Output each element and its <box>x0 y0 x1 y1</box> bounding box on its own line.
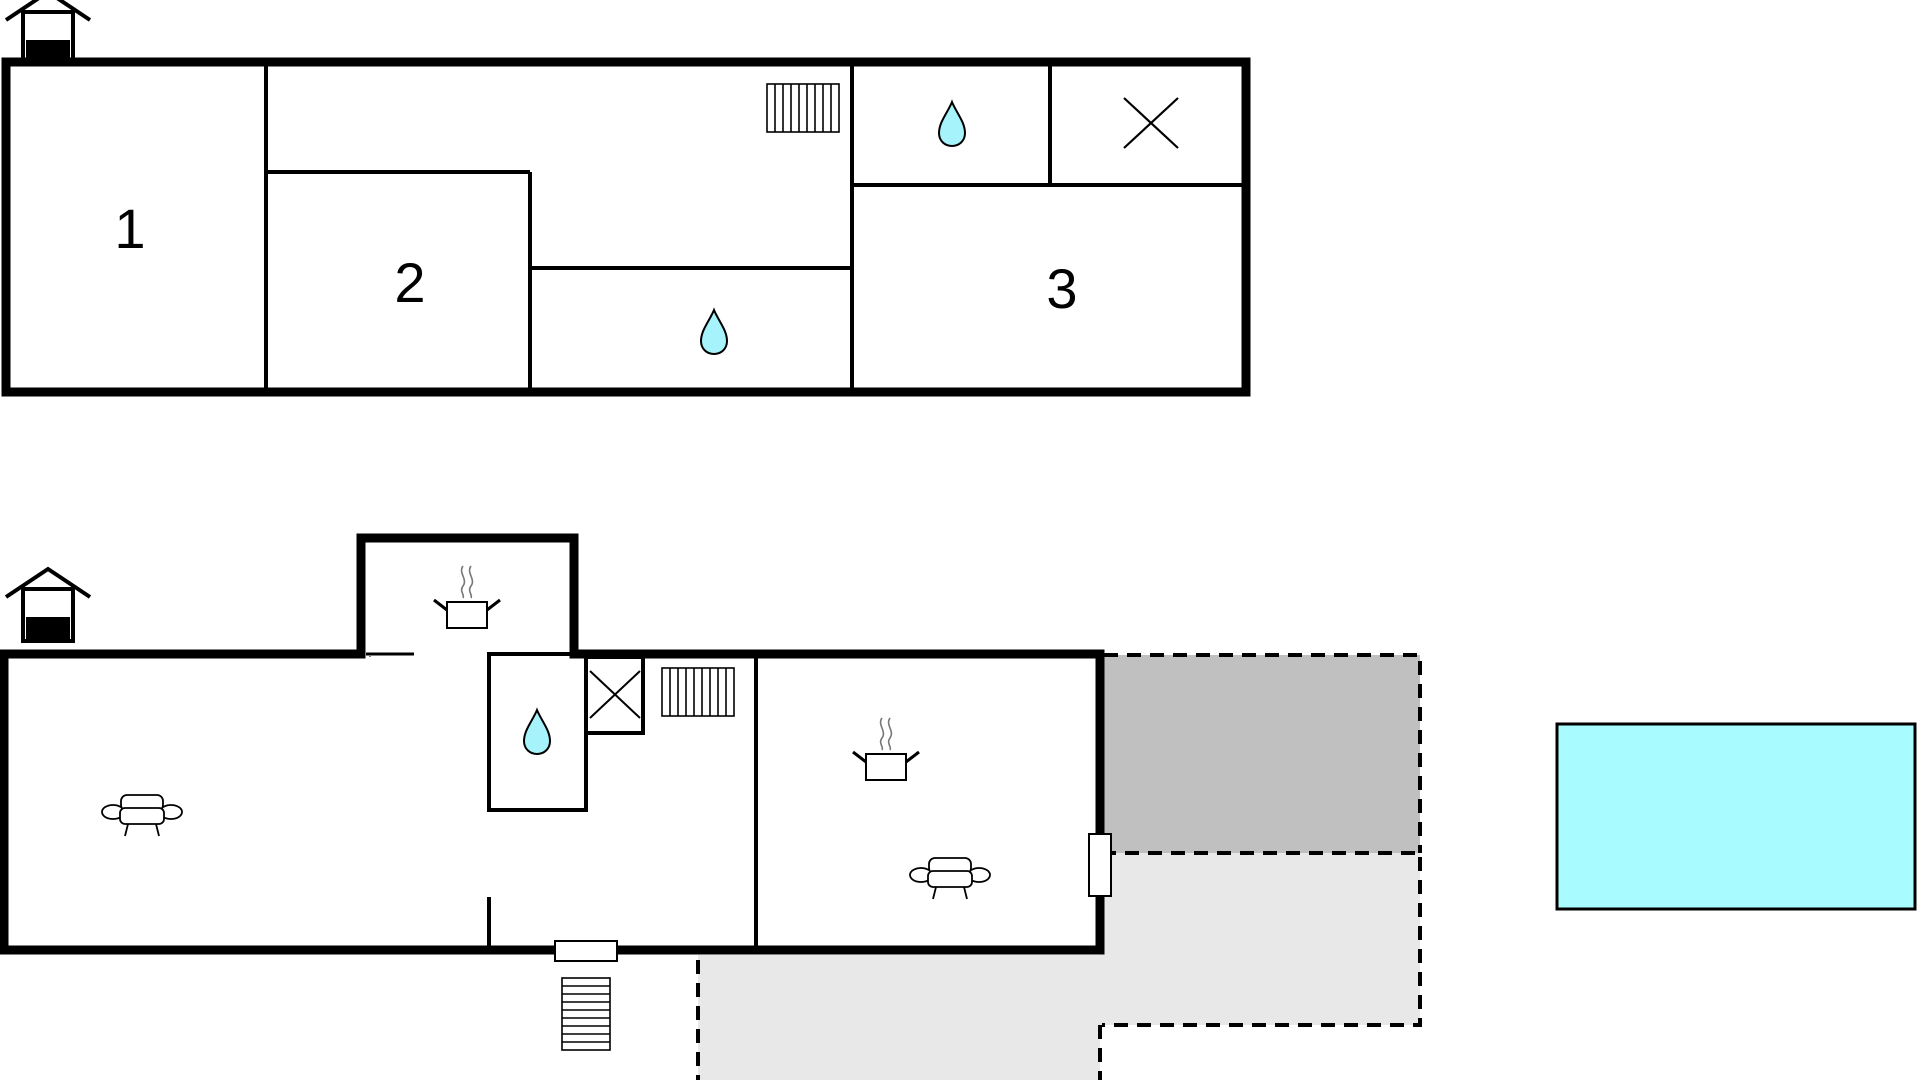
shower-icon <box>938 101 966 147</box>
room-label-bedroom-2: 2 <box>394 251 425 314</box>
upper-walls <box>1 57 1251 397</box>
swimming-pool <box>1555 722 1917 911</box>
toilet-icon <box>1123 97 1179 149</box>
door-icon <box>1088 833 1112 897</box>
sofa-icon <box>909 857 991 900</box>
door-icon <box>554 940 618 962</box>
shower-icon <box>523 709 551 755</box>
shower-icon <box>700 309 728 355</box>
terrace-south <box>696 955 1102 1080</box>
floor-indicator-icon <box>4 567 92 643</box>
entrance-steps-icon <box>561 977 611 1051</box>
kitchen-icon <box>432 564 502 630</box>
kitchen-icon <box>851 716 921 782</box>
sofa-icon <box>101 794 183 837</box>
toilet-icon <box>589 670 641 719</box>
ground-floor <box>0 533 1112 1051</box>
covered-terrace <box>1104 653 1422 853</box>
ground-walls <box>0 533 1105 955</box>
staircase-icon <box>766 83 840 133</box>
floor-indicator-icon <box>4 0 92 66</box>
terrace-east <box>1100 851 1422 1027</box>
staircase-icon <box>661 667 735 717</box>
room-label-bedroom-3: 3 <box>1046 257 1077 320</box>
upper-floor: 1 2 3 <box>1 0 1251 397</box>
room-label-bedroom-1: 1 <box>114 197 145 260</box>
